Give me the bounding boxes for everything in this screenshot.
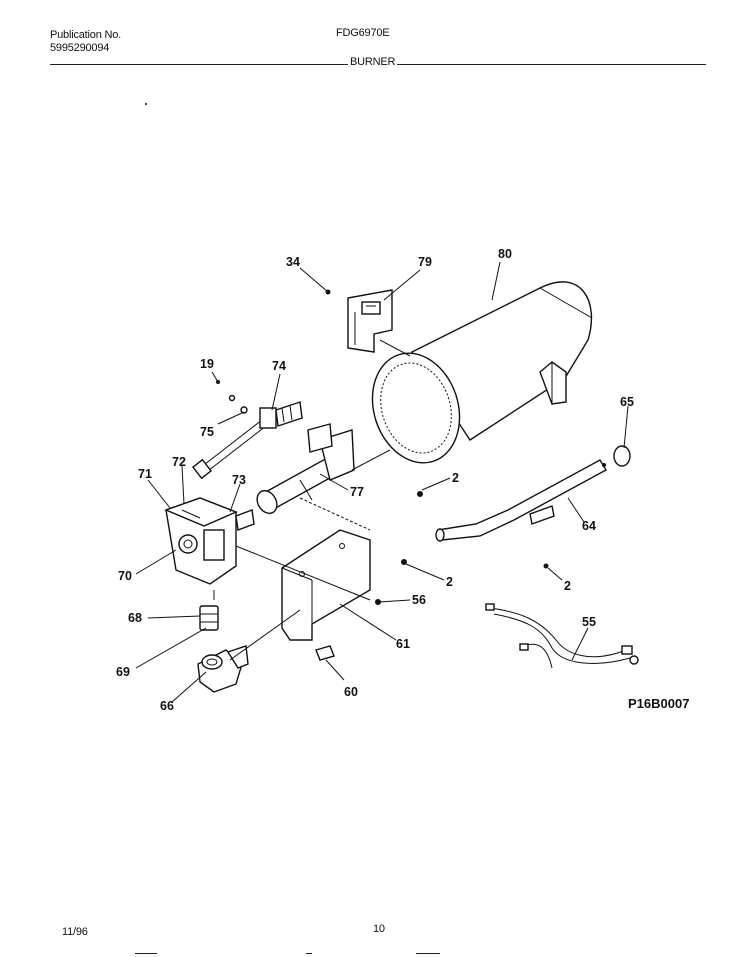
callout-72: 72 [172, 455, 186, 469]
callout-55: 55 [582, 615, 596, 629]
wiring-harness [485, 603, 639, 669]
screw [543, 563, 549, 569]
valve-fitting [199, 605, 219, 631]
callout-34: 34 [286, 255, 300, 269]
gas-supply-pipe [435, 445, 631, 542]
callout-70: 70 [118, 569, 132, 583]
callout-80: 80 [498, 247, 512, 261]
gas-elbow [197, 645, 249, 693]
model-number: FDG6970E [336, 27, 390, 39]
clip [315, 645, 335, 661]
callout-71: 71 [138, 467, 152, 481]
stray-mark [145, 103, 147, 105]
callout-65: 65 [620, 395, 634, 409]
callout-2-middle: 2 [446, 575, 453, 589]
diagram-reference-code: P16B0007 [628, 696, 690, 711]
callout-61: 61 [396, 637, 410, 651]
leader-lines [135, 261, 629, 703]
gas-valve [164, 497, 255, 585]
callout-19: 19 [200, 357, 214, 371]
callout-64: 64 [582, 519, 596, 533]
screw [375, 599, 381, 605]
combustion-chamber-cylinder [371, 281, 593, 464]
burner-tube [256, 423, 355, 515]
publication-number: 5995290094 [50, 42, 110, 54]
callout-77: 77 [350, 485, 364, 499]
footer-mark [135, 953, 157, 954]
callout-69: 69 [116, 665, 130, 679]
callout-74: 74 [272, 359, 286, 373]
footer-mark [306, 953, 312, 954]
publication-label: Publication No. [50, 29, 121, 41]
callout-2-right: 2 [564, 579, 571, 593]
callout-73: 73 [232, 473, 246, 487]
callout-labels: 34 79 80 19 74 75 71 72 73 77 2 70 2 65 … [116, 247, 634, 713]
callout-68: 68 [128, 611, 142, 625]
footer-date: 11/96 [62, 926, 88, 938]
callout-56: 56 [412, 593, 426, 607]
callout-75: 75 [200, 425, 214, 439]
callout-60: 60 [344, 685, 358, 699]
section-title: BURNER [348, 56, 398, 68]
callout-2-top: 2 [452, 471, 459, 485]
valve-mounting-bracket [281, 529, 371, 641]
footer-mark [416, 953, 440, 954]
callout-66: 66 [160, 699, 174, 713]
screw [401, 559, 407, 565]
page-number: 10 [373, 923, 385, 935]
screw [417, 491, 423, 497]
callout-79: 79 [418, 255, 432, 269]
flame-sensor-bracket [347, 289, 393, 353]
igniter-assembly [191, 394, 303, 480]
